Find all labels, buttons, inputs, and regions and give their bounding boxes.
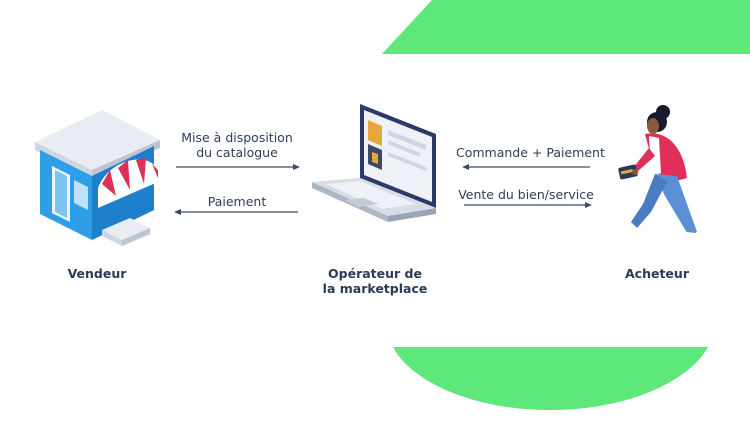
flow-label-catalog: Mise à disposition du catalogue <box>170 130 304 160</box>
top-green-shape <box>382 0 750 54</box>
actor-operator: Opérateur de la marketplace <box>315 266 435 296</box>
actor-buyer: Acheteur <box>625 266 689 281</box>
arrow-payment-to-vendor <box>174 209 298 215</box>
arrow-catalog-to-operator <box>176 164 300 170</box>
flow-label-order-payment: Commande + Paiement <box>456 145 605 160</box>
laptop-icon <box>312 104 436 222</box>
flow-label-payment-vendor: Paiement <box>207 194 267 209</box>
flow-label-delivery: Vente du bien/service <box>458 187 594 202</box>
buyer-person-icon <box>618 105 703 240</box>
bottom-green-shape <box>393 347 708 410</box>
flow-label-catalog-line1: Mise à disposition <box>181 130 293 145</box>
arrow-order-to-operator <box>462 164 590 170</box>
shop-icon <box>35 110 160 246</box>
actor-operator-line2: la marketplace <box>322 281 428 296</box>
actor-vendor: Vendeur <box>67 266 127 281</box>
actor-operator-line1: Opérateur de <box>328 266 422 281</box>
flow-label-catalog-line2: du catalogue <box>196 145 278 160</box>
arrow-delivery-to-buyer <box>464 202 592 208</box>
